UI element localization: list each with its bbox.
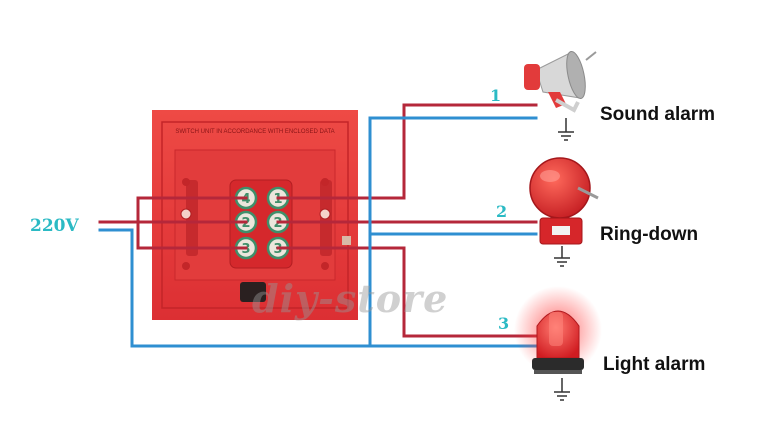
left-screw xyxy=(180,208,192,220)
output-number-1: 1 xyxy=(490,86,502,105)
voltage-label: 220V xyxy=(30,216,79,236)
live-wire-output-1 xyxy=(276,103,538,200)
live-wire-output-3 xyxy=(276,246,538,338)
right-screw xyxy=(319,208,331,220)
label-ring-down: Ring-down xyxy=(600,224,699,245)
left-top-hole xyxy=(182,178,190,186)
switch-toggle xyxy=(240,282,266,302)
megaphone-icon xyxy=(524,50,597,113)
output-number-3: 3 xyxy=(498,314,510,333)
bell-icon xyxy=(529,157,599,245)
label-sound-alarm: Sound alarm xyxy=(600,104,716,125)
output-number-2: 2 xyxy=(496,202,508,221)
switch-box-bezel xyxy=(161,121,349,309)
right-top-hole xyxy=(321,178,329,186)
ground-symbol-2 xyxy=(554,246,570,267)
indicator-square xyxy=(342,236,351,245)
live-wire-bridge-lower xyxy=(136,220,248,250)
beacon-light-icon xyxy=(514,286,602,374)
ground-symbol-3 xyxy=(554,378,570,401)
left-hole xyxy=(182,262,190,270)
wire-group xyxy=(98,103,538,348)
box-label-text: SWITCH UNIT IN ACCORDANCE WITH ENCLOSED … xyxy=(175,129,334,135)
neutral-wire-supply xyxy=(98,228,372,348)
neutral-wire-bus xyxy=(368,116,538,348)
right-hole xyxy=(321,262,329,270)
live-wire-bridge xyxy=(136,196,248,224)
label-light-alarm: Light alarm xyxy=(603,354,706,375)
watermark: diy-store xyxy=(252,276,449,321)
ground-symbol-1 xyxy=(558,118,574,141)
